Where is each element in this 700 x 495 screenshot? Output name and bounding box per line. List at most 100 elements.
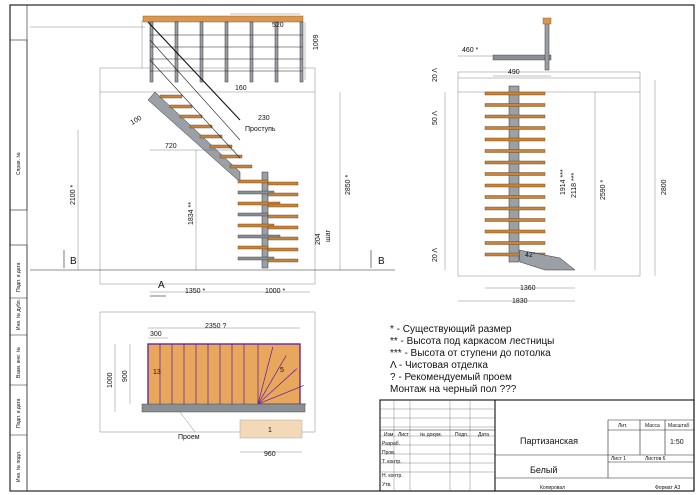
tb-row-2: Т. контр. [382,459,402,465]
side-tread [484,137,546,142]
side-tread [484,103,546,107]
railing-post [149,21,154,83]
label-proem: Проем [178,434,200,441]
dim-2800: 2800 [661,179,668,195]
tb-sheets: Листов 6 [645,456,666,462]
plan-winder-line [257,385,304,405]
plan-winder-line [257,368,298,405]
side-tread [484,206,546,211]
side-room-outline [457,71,641,277]
dim-1000-plan: 1000 [107,372,114,388]
dim-960: 960 [264,451,276,458]
side-tread [484,218,546,222]
lower-tread [237,245,269,250]
dim-720: 720 [165,143,177,150]
tb-col-0: Изм [384,432,394,438]
dim-1350: 1350 * [185,288,206,295]
lower-tread-right [267,181,299,186]
handrail [147,21,241,121]
tb-row-4: Утв. [382,482,392,488]
dim-230: 230 [258,115,270,122]
section-b-right: В [378,256,385,267]
front-view: 520 1009 160 230 Проступь 100 720 2100 *… [30,13,395,297]
side-top-landing [492,54,552,61]
label-shag: шаг [325,229,332,242]
tb-format: Формат А3 [655,485,680,491]
notes: * - Существующий размер ** - Высота под … [390,324,554,395]
tb-col-2: № докум. [420,432,442,438]
side-tread [484,183,546,188]
label-prostup: Проступь [245,126,276,133]
tb-scale: 1:50 [670,439,684,446]
dim-angle: 42° [525,251,536,259]
lower-tread [237,179,269,184]
dim-2350: 2350 ? [205,323,227,330]
level-top: 20 Λ [432,68,439,82]
tb-sheet: Лист 1 [611,456,626,462]
side-newel [544,21,550,71]
step-1: 1 [268,427,272,434]
railing-post [299,21,304,83]
note-4: ? - Рекомендуемый проем [390,372,512,383]
lower-tread-right [267,258,299,263]
side-foot [518,249,576,271]
tb-lit-label: Лит. [618,423,627,429]
plan-view: 2350 ? 300 1000 900 13 5 1 Проем 960 [99,311,316,458]
dim-100: 100 [130,115,144,127]
dim-460: 460 * [462,47,479,54]
tb-col-1: Лист [398,432,410,438]
lower-tread [237,256,275,261]
dim-204: 204 [315,233,322,245]
side-tread [484,195,546,199]
upper-tread [179,114,203,119]
dim-160: 160 [235,85,247,92]
side-title-1: Подп. и дата [16,262,22,292]
step-5: 5 [280,367,284,374]
title-grid [380,400,495,491]
side-tread [484,241,546,245]
railing-post [249,21,254,83]
dim-1834: 1834 ** [188,202,195,225]
dim-2118: 2118 *** [571,173,578,198]
lower-tread [237,190,275,195]
dim-300: 300 [150,331,162,338]
plan-treads [147,344,306,405]
step-13: 13 [153,369,161,376]
dim-2850: 2850 * [345,174,352,195]
plan-winder-line [257,355,287,405]
plan-bottom-rail [141,403,306,413]
center-column [261,171,269,269]
lower-tread [237,223,275,228]
lower-tread [237,201,281,206]
tb-material: Белый [530,465,557,475]
tb-col-3: Подп. [455,432,468,438]
lower-tread [237,234,281,239]
lower-tread-right [267,225,299,230]
tb-mass-label: Масса [645,423,660,429]
level-mid: 50 Λ [432,111,439,125]
upper-tread [199,134,223,139]
lower-tread [237,212,269,217]
side-tread [484,229,546,234]
plan-first-step [239,419,303,439]
top-landing-board [142,15,304,23]
tb-copied: Копировал [540,485,565,491]
side-title-0: Справ. № [16,152,22,175]
lower-tread-right [267,214,299,219]
section-a-mark: А [158,280,165,291]
tb-name: Партизанская [520,436,578,446]
top-railing [149,21,304,83]
side-tread [484,252,546,257]
note-0: * - Существующий размер [390,324,512,335]
side-tread [484,160,546,165]
side-tread [484,126,546,130]
side-tread [484,91,546,96]
upper-tread [189,124,213,129]
tb-row-3: Н. контр. [382,473,403,479]
level-bot: 20 Λ [432,248,439,262]
note-3: Λ - Чистовая отделка [390,360,488,371]
upper-tread [159,94,183,99]
tb-col-4: Дата [478,432,489,438]
tb-row-1: Пров. [382,450,395,456]
